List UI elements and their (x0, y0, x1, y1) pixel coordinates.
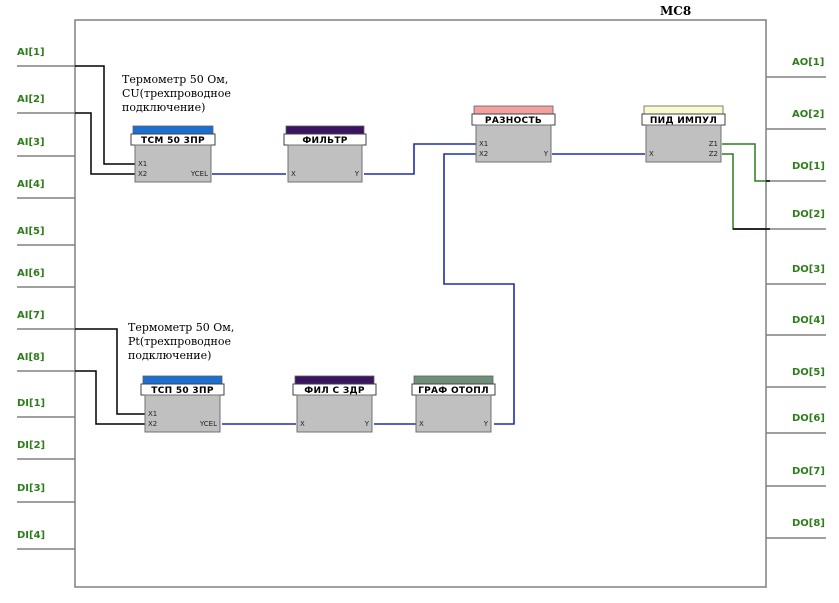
input-port-label: X (419, 420, 424, 428)
block-body (475, 124, 552, 163)
right-pin-label: DO[1] (792, 161, 825, 172)
wire-ai7-tsp-x1 (75, 328, 147, 415)
block-title: ФИЛЬТР (302, 136, 347, 146)
block-filz[interactable]: ФИЛ С ЗДР X Y (292, 375, 377, 433)
left-pin-label: DI[2] (17, 440, 45, 451)
block-body (144, 394, 221, 433)
wire-pid-z1-do1 (722, 143, 766, 182)
controller-title: MC8 (660, 4, 691, 18)
right-pin-label: DO[4] (792, 315, 825, 326)
left-pin-label: DI[4] (17, 530, 45, 541)
block-filtr[interactable]: ФИЛЬТР X Y (283, 125, 367, 183)
block-title: РАЗНОСТЬ (485, 116, 542, 126)
wire-graf-razn-x2 (443, 153, 515, 425)
block-body (415, 394, 492, 433)
wire-ai3-tsm-x2 (75, 112, 138, 175)
block-color-strip (142, 375, 223, 385)
input-wires (75, 65, 147, 425)
block-graf[interactable]: ГРАФ ОТОПЛ X Y (411, 375, 496, 433)
left-pin-label: AI[4] (17, 179, 45, 190)
block-color-strip (643, 105, 724, 115)
block-title: ТСП 50 3ПР (151, 386, 214, 396)
block-color-strip (473, 105, 554, 115)
left-pin-label: AI[5] (17, 226, 45, 237)
left-pin-label: AI[6] (17, 268, 45, 279)
right-pin-label: AO[1] (792, 57, 824, 68)
input-port-label: X2 (138, 170, 147, 178)
output-port-label: Y (354, 170, 360, 178)
block-color-strip (285, 125, 365, 135)
block-body (645, 124, 722, 163)
left-pin-label: DI[3] (17, 483, 45, 494)
output-port-label: YCEL (190, 170, 208, 178)
wire-filtr-razn-x1 (364, 143, 476, 175)
output-port-label: Y (483, 420, 489, 428)
left-pin-group: AI[1] AI[2] AI[3] AI[4] AI[5] AI[6] AI[7] AI[8]… (17, 47, 75, 550)
block-body (296, 394, 373, 433)
input-port-label: X1 (148, 410, 157, 418)
block-title: ПИД ИМПУЛ (650, 116, 717, 126)
right-pin-label: AO[2] (792, 109, 824, 120)
left-pin-label: AI[3] (17, 137, 45, 148)
output-port-label: YCEL (199, 420, 217, 428)
right-pin-label: DO[2] (792, 209, 825, 220)
output-port-label: Y (543, 150, 549, 158)
output-port-label: Y (364, 420, 370, 428)
input-port-label: X1 (479, 140, 488, 148)
output-port-label: Z1 (709, 140, 718, 148)
left-pin-label: DI[1] (17, 398, 45, 409)
signal-wires (212, 143, 645, 425)
input-port-label: X (300, 420, 305, 428)
right-pin-label: DO[5] (792, 367, 825, 378)
wire-ai1-tsm-x1 (75, 65, 138, 165)
block-body (287, 144, 363, 183)
block-color-strip (132, 125, 214, 135)
left-pin-label: AI[2] (17, 94, 45, 105)
left-pin-label: AI[7] (17, 310, 45, 321)
input-port-label: X2 (148, 420, 157, 428)
right-pin-label: DO[6] (792, 413, 825, 424)
right-pin-group: AO[1] AO[2] DO[1] DO[2] DO[3] DO[4] DO[5] DO[6]… (766, 57, 826, 539)
output-port-label: Z2 (709, 150, 718, 158)
wire-ai8-tsp-x2 (75, 370, 147, 425)
left-pin-label: AI[8] (17, 352, 45, 363)
right-pin-label: DO[7] (792, 466, 825, 477)
input-port-label: X (291, 170, 296, 178)
right-pin-label: DO[3] (792, 264, 825, 275)
block-body (134, 144, 212, 183)
input-port-label: X (649, 150, 654, 158)
left-pin-label: AI[1] (17, 47, 45, 58)
block-title: ГРАФ ОТОПЛ (418, 386, 489, 396)
block-color-strip (294, 375, 375, 385)
block-title: ФИЛ С ЗДР (304, 386, 365, 396)
input-port-label: X1 (138, 160, 147, 168)
output-wires (722, 143, 770, 230)
comment-tsm: Термометр 50 Ом, CU(трехпроводное подклю… (122, 73, 234, 114)
block-title: ТСМ 50 3ПР (141, 136, 205, 146)
comment-tsp: Термометр 50 Ом, Pt(трехпроводное подклю… (128, 321, 238, 362)
right-pin-label: DO[8] (792, 518, 825, 529)
block-color-strip (413, 375, 494, 385)
input-port-label: X2 (479, 150, 488, 158)
